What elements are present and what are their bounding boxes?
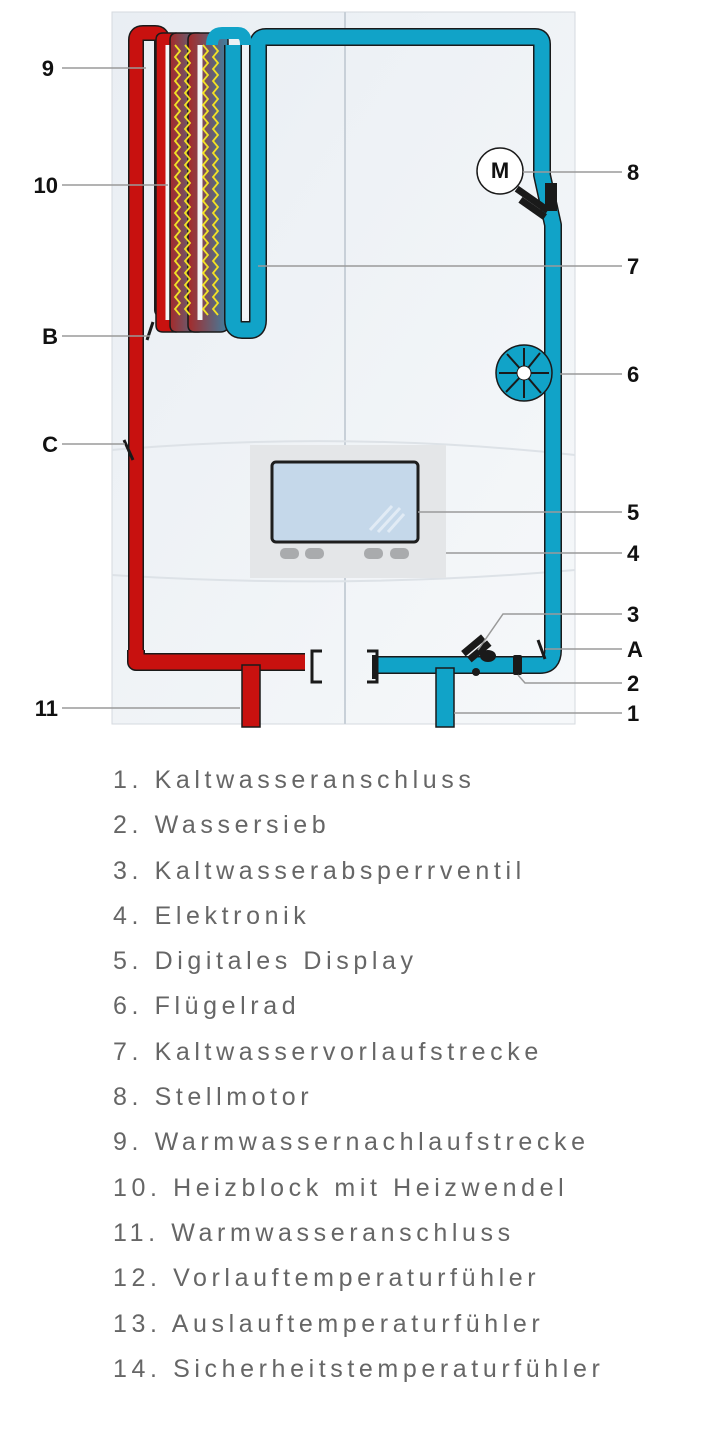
sensor-a-icon (536, 639, 547, 660)
callout-c: C (42, 432, 58, 457)
hot-outlet-pipe-fill (128, 650, 305, 670)
heating-coil-icon (173, 44, 219, 316)
component-legend: 1. Kaltwasseranschluss 2. Wassersieb 3. … (113, 762, 604, 1396)
callout-7: 7 (627, 254, 639, 279)
shutoff-valve-icon (461, 634, 496, 676)
legend-item: 2. Wassersieb (113, 811, 331, 840)
impeller-icon (495, 344, 553, 402)
display-glare-icon (368, 504, 406, 534)
legend-item: 14. Sicherheitstemperaturfühler (113, 1354, 605, 1383)
legend-item: 9. Warmwassernachlaufstrecke (113, 1128, 590, 1157)
water-heater-diagram: M 9 10 B C 11 8 7 6 5 4 3 A 2 1 (34, 11, 643, 728)
callout-1: 1 (627, 701, 639, 726)
sensor-b-icon (145, 321, 155, 341)
callout-b: B (42, 324, 58, 349)
cold-inlet-stub (435, 667, 455, 728)
callout-2: 2 (627, 671, 639, 696)
panel-button[interactable] (305, 548, 324, 559)
hot-outlet-stub (241, 664, 261, 728)
digital-display (270, 460, 420, 544)
callout-5: 5 (627, 500, 639, 525)
legend-item: 12. Vorlauftemperaturfühler (113, 1264, 541, 1293)
callout-3: 3 (627, 602, 639, 627)
leader-lines (62, 67, 622, 714)
sensor-c-icon (122, 439, 135, 461)
legend-item: 5. Digitales Display (113, 947, 418, 976)
legend-item: 8. Stellmotor (113, 1083, 314, 1112)
servo-motor-icon: M (476, 147, 557, 220)
legend-item: 4. Elektronik (113, 901, 311, 930)
motor-label: M (491, 158, 509, 183)
panel-button[interactable] (280, 548, 299, 559)
callout-9: 9 (42, 56, 54, 81)
legend-item: 10. Heizblock mit Heizwendel (113, 1173, 569, 1202)
legend-item: 7. Kaltwasservorlaufstrecke (113, 1037, 543, 1066)
callout-4: 4 (627, 541, 640, 566)
callout-11: 11 (35, 696, 58, 721)
cold-heater-top (206, 27, 252, 46)
callout-10: 10 (34, 173, 58, 198)
callout-6: 6 (627, 362, 639, 387)
water-strainer-icon (513, 655, 522, 675)
legend-item: 3. Kaltwasserabsperrventil (113, 856, 526, 885)
panel-button[interactable] (390, 548, 409, 559)
cold-coupling-cap (372, 655, 378, 679)
legend-item: 11. Warmwasseranschluss (113, 1218, 515, 1247)
housing-panel-line (111, 569, 576, 583)
callout-a: A (627, 637, 643, 662)
housing-panel-line (111, 440, 576, 456)
panel-button[interactable] (364, 548, 383, 559)
callout-8: 8 (627, 160, 639, 185)
cold-water-pipe-fill (225, 29, 561, 673)
hot-coupling-icon (310, 649, 322, 684)
legend-item: 1. Kaltwasseranschluss (113, 766, 476, 794)
legend-item: 13. Auslauftemperaturfühler (113, 1309, 545, 1338)
legend-item: 6. Flügelrad (113, 992, 301, 1021)
